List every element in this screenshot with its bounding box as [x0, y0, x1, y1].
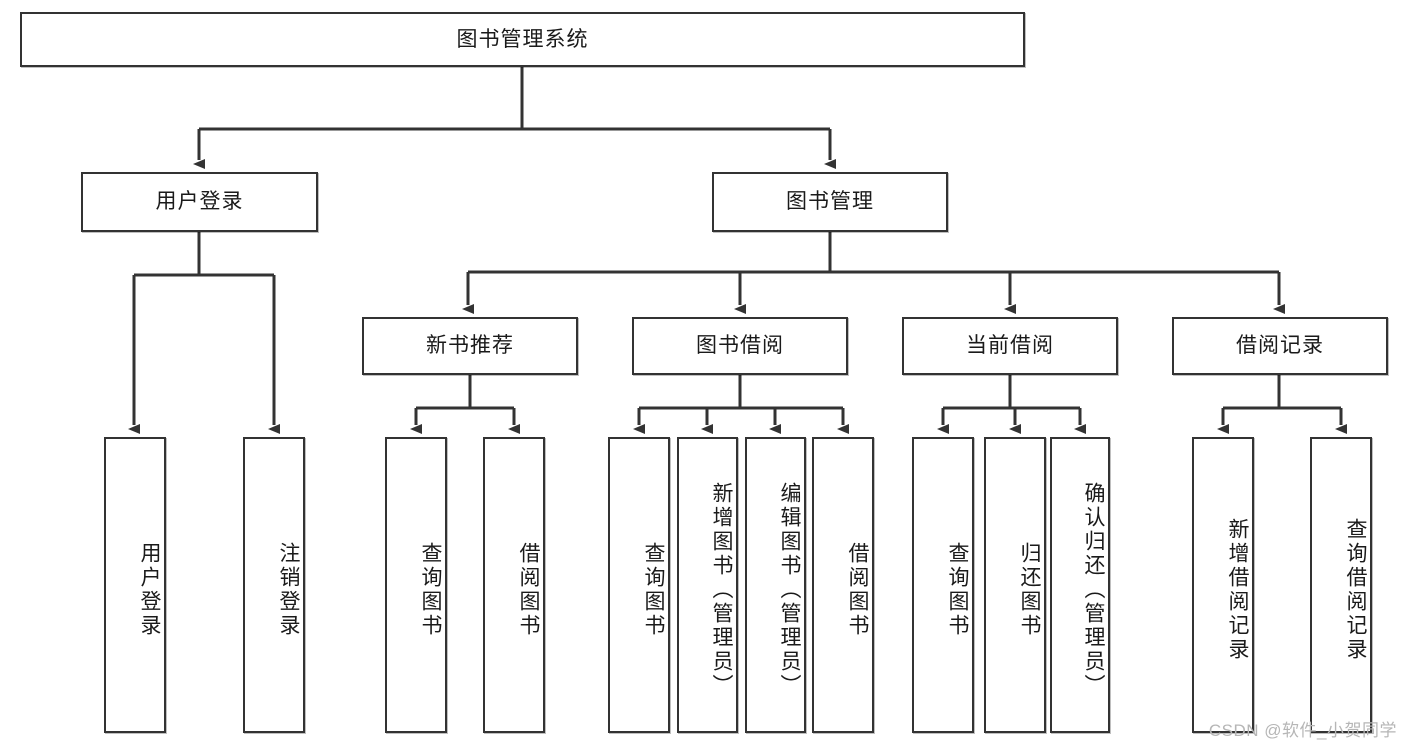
node-book-borrow[interactable]: 图书借阅 — [632, 317, 848, 375]
node-user-login[interactable]: 用户登录 — [81, 172, 318, 232]
node-borrow-record[interactable]: 借阅记录 — [1172, 317, 1388, 375]
node-leaf-query-book-borrow-label: 查询图书 — [642, 542, 665, 638]
node-book-management-label: 图书管理 — [786, 190, 874, 214]
node-leaf-user-login[interactable]: 用户登录 — [104, 437, 166, 733]
node-leaf-add-borrow-record-label: 新增借阅记录 — [1226, 518, 1249, 662]
node-leaf-confirm-return-admin-label: 确认归还（管理员） — [1082, 482, 1105, 698]
node-leaf-user-logout[interactable]: 注销登录 — [243, 437, 305, 733]
node-root-label: 图书管理系统 — [456, 27, 589, 51]
node-leaf-user-logout-label: 注销登录 — [277, 542, 300, 638]
connector-book-borrow-bus — [633, 375, 849, 434]
node-leaf-edit-book-admin-label: 编辑图书（管理员） — [778, 482, 801, 698]
connector-borrow-record-bus — [1217, 375, 1347, 434]
connector-root-bus — [193, 127, 836, 169]
watermark-text: CSDN @软件_小贺同学 — [1208, 721, 1397, 740]
connector-current-borrow-bus — [937, 375, 1086, 434]
node-current-borrow-label: 当前借阅 — [966, 334, 1054, 358]
node-leaf-edit-book-admin[interactable]: 编辑图书（管理员） — [745, 437, 806, 733]
node-leaf-add-borrow-record[interactable]: 新增借阅记录 — [1192, 437, 1254, 733]
node-leaf-borrow-book-rec-label: 借阅图书 — [517, 542, 540, 638]
node-leaf-query-book-current[interactable]: 查询图书 — [912, 437, 974, 733]
connector-user-login-stem — [128, 232, 280, 434]
node-leaf-add-book-admin-label: 新增图书（管理员） — [710, 482, 733, 698]
node-leaf-borrow-book-label: 借阅图书 — [846, 542, 869, 638]
connector-book-management-bus — [462, 232, 1285, 314]
node-leaf-return-book[interactable]: 归还图书 — [984, 437, 1046, 733]
node-leaf-borrow-book[interactable]: 借阅图书 — [812, 437, 874, 733]
node-leaf-query-book-current-label: 查询图书 — [946, 542, 969, 638]
node-leaf-confirm-return-admin[interactable]: 确认归还（管理员） — [1050, 437, 1110, 733]
node-new-book-recommend[interactable]: 新书推荐 — [362, 317, 578, 375]
node-new-book-recommend-label: 新书推荐 — [426, 334, 514, 358]
node-root[interactable]: 图书管理系统 — [20, 12, 1025, 67]
node-book-management[interactable]: 图书管理 — [712, 172, 948, 232]
connector-new-book-recommend-bus — [410, 375, 520, 434]
node-leaf-return-book-label: 归还图书 — [1018, 542, 1041, 638]
node-leaf-query-borrow-record-label: 查询借阅记录 — [1344, 518, 1367, 662]
node-book-borrow-label: 图书借阅 — [696, 334, 784, 358]
node-leaf-query-book-borrow[interactable]: 查询图书 — [608, 437, 670, 733]
node-leaf-add-book-admin[interactable]: 新增图书（管理员） — [677, 437, 738, 733]
node-borrow-record-label: 借阅记录 — [1236, 334, 1324, 358]
node-user-login-label: 用户登录 — [155, 190, 244, 214]
node-leaf-user-login-label: 用户登录 — [138, 542, 161, 638]
node-leaf-query-book-rec-label: 查询图书 — [419, 542, 442, 638]
node-leaf-query-book-rec[interactable]: 查询图书 — [385, 437, 447, 733]
node-leaf-borrow-book-rec[interactable]: 借阅图书 — [483, 437, 545, 733]
node-current-borrow[interactable]: 当前借阅 — [902, 317, 1118, 375]
node-leaf-query-borrow-record[interactable]: 查询借阅记录 — [1310, 437, 1372, 733]
